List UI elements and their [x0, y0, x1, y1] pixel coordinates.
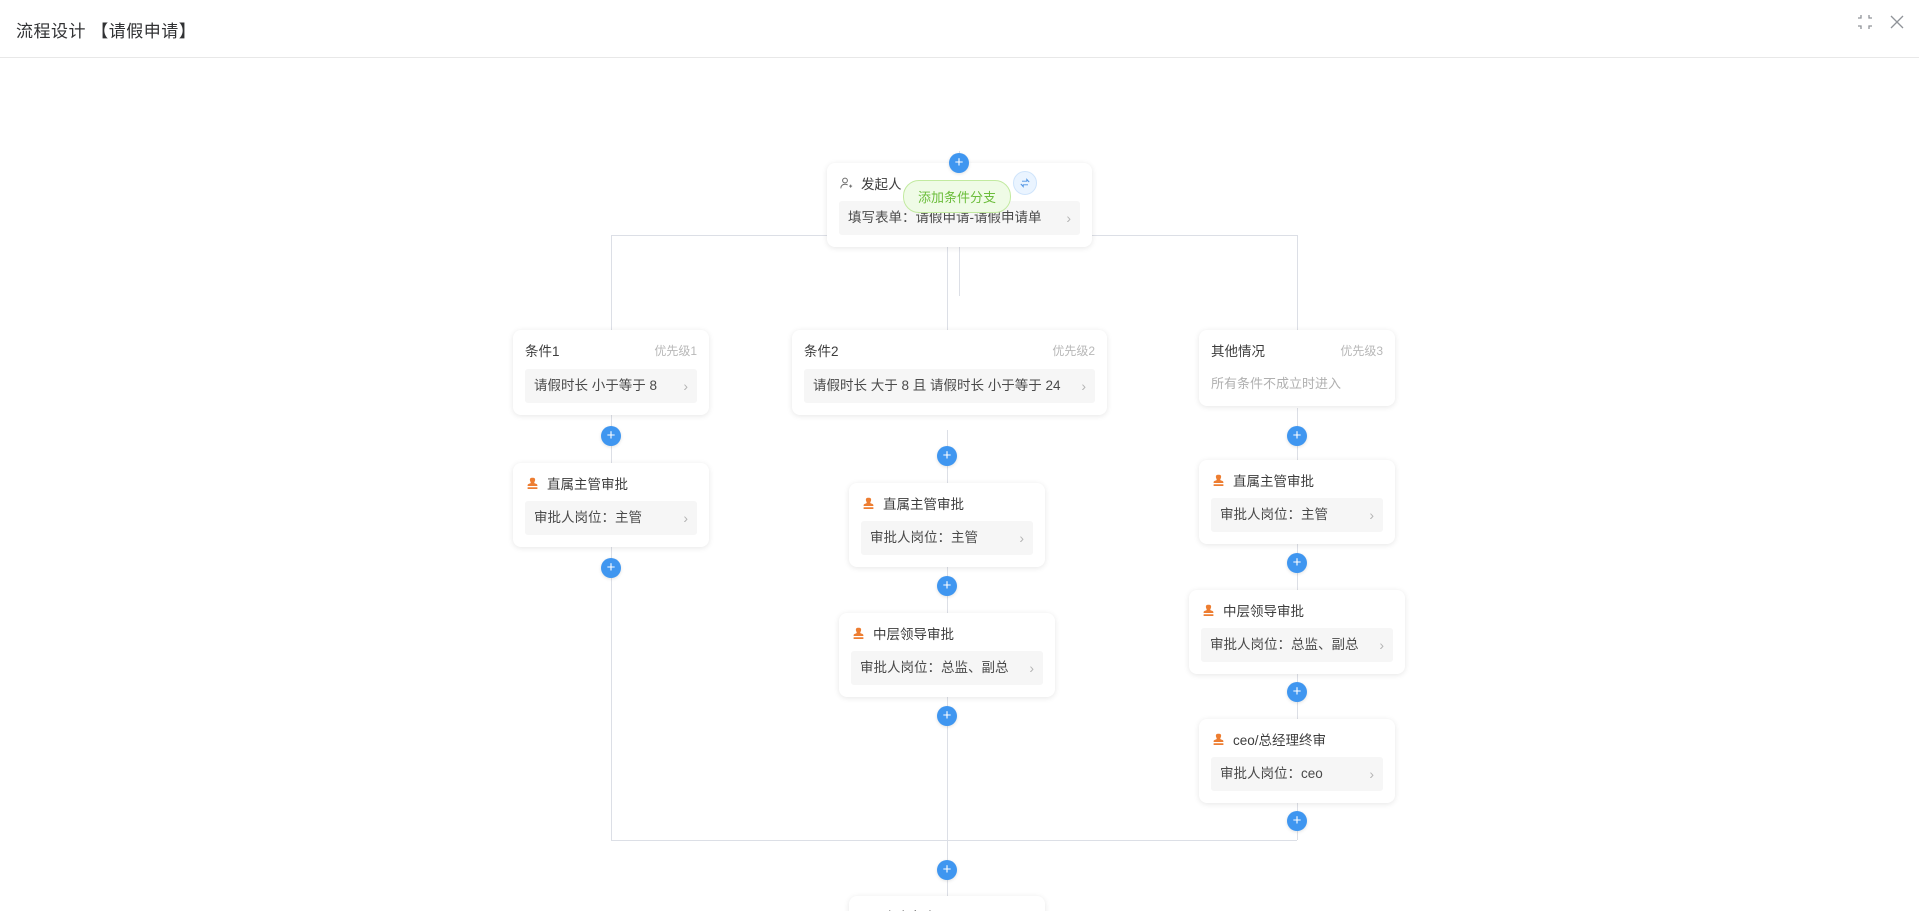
add-node-button-branch-2-a[interactable]: + [937, 446, 957, 466]
node-condition-2[interactable]: 条件2 优先级2 请假时长 大于 8 且 请假时长 小于等于 24 › [792, 330, 1107, 416]
add-condition-branch-label: 添加条件分支 [918, 190, 997, 205]
node-condition-3-description: 所有条件不成立时进入 [1211, 376, 1342, 391]
node-branch-3-approval-3-body[interactable]: 审批人岗位：ceo › [1211, 757, 1383, 792]
node-condition-2-expression: 请假时长 大于 8 且 请假时长 小于等于 24 [813, 378, 1061, 394]
stamp-icon [863, 497, 874, 509]
node-condition-1-name: 条件1 [525, 344, 560, 359]
node-branch-3-approval-1-title: 直属主管审批 [1233, 474, 1314, 489]
chevron-right-icon: › [1369, 766, 1374, 782]
node-condition-2-name: 条件2 [804, 344, 839, 359]
add-node-button-branch-3-b[interactable]: + [1287, 553, 1307, 573]
add-node-button-branch-2-c[interactable]: + [937, 706, 957, 726]
node-condition-2-priority: 优先级2 [1052, 343, 1095, 358]
node-condition-2-body[interactable]: 请假时长 大于 8 且 请假时长 小于等于 24 › [804, 369, 1095, 404]
node-branch-3-approval-1-body[interactable]: 审批人岗位：主管 › [1211, 498, 1383, 533]
connector-pill-to-split [959, 206, 960, 296]
user-add-icon [840, 177, 853, 188]
node-branch-3-approval-3-head: ceo/总经理终审 [1211, 729, 1383, 749]
node-start-head: 发起人 [839, 173, 1080, 193]
node-branch-2-approval-1[interactable]: 直属主管审批 审批人岗位：主管 › [849, 483, 1045, 568]
add-node-button-branch-1-a[interactable]: + [601, 426, 621, 446]
node-condition-1-body[interactable]: 请假时长 小于等于 8 › [525, 369, 697, 404]
node-branch-1-approval-1[interactable]: 直属主管审批 审批人岗位：主管 › [513, 463, 709, 548]
add-node-button-end[interactable]: + [937, 860, 957, 880]
chevron-right-icon: › [1081, 378, 1086, 394]
node-branch-3-approval-3-title: ceo/总经理终审 [1233, 733, 1327, 748]
node-branch-2-approval-2-head: 中层领导审批 [851, 623, 1043, 643]
collapse-icon[interactable] [1857, 14, 1873, 30]
add-node-button-branch-2-b[interactable]: + [937, 576, 957, 596]
swap-branch-button[interactable] [1013, 171, 1037, 195]
node-branch-3-approval-1-body-text: 审批人岗位：主管 [1220, 507, 1328, 523]
node-condition-1-head: 条件1 优先级1 [525, 340, 697, 360]
window-title-bar: 流程设计 【请假申请】 [0, 0, 1919, 58]
connector-split-to-branch-2 [947, 235, 948, 330]
connector-split-to-branch-1 [611, 235, 612, 330]
stamp-icon [1203, 604, 1214, 616]
add-node-button-branch-3-a[interactable]: + [1287, 426, 1307, 446]
node-condition-3[interactable]: 其他情况 优先级3 所有条件不成立时进入 [1199, 330, 1395, 406]
node-start-body[interactable]: 填写表单：请假申请-请假申请单 › [839, 201, 1080, 236]
chevron-right-icon: › [683, 378, 688, 394]
node-branch-3-approval-2-body-text: 审批人岗位：总监、副总 [1210, 637, 1359, 653]
add-node-button-branch-3-d[interactable]: + [1287, 811, 1307, 831]
node-start-title: 发起人 [861, 177, 902, 192]
node-branch-1-approval-1-title: 直属主管审批 [547, 477, 628, 492]
node-branch-3-approval-2-body[interactable]: 审批人岗位：总监、副总 › [1201, 628, 1393, 663]
node-branch-2-approval-1-body[interactable]: 审批人岗位：主管 › [861, 521, 1033, 556]
node-branch-2-approval-1-head: 直属主管审批 [861, 493, 1033, 513]
stamp-icon [1213, 474, 1224, 486]
page-title: 流程设计 【请假申请】 [16, 22, 197, 41]
node-branch-3-approval-2[interactable]: 中层领导审批 审批人岗位：总监、副总 › [1189, 590, 1405, 675]
node-branch-2-approval-2-body-text: 审批人岗位：总监、副总 [860, 660, 1009, 676]
node-condition-1[interactable]: 条件1 优先级1 请假时长 小于等于 8 › [513, 330, 709, 416]
chevron-right-icon: › [1066, 210, 1071, 226]
chevron-right-icon: › [1379, 637, 1384, 653]
stamp-icon [527, 477, 538, 489]
node-condition-2-head: 条件2 优先级2 [804, 340, 1095, 360]
connector-branch-merge-horizontal [611, 840, 1297, 841]
chevron-right-icon: › [1019, 530, 1024, 546]
connector-branch-1-spine [611, 410, 612, 840]
node-branch-1-approval-1-body[interactable]: 审批人岗位：主管 › [525, 501, 697, 536]
window-controls [1857, 14, 1905, 30]
node-condition-1-expression: 请假时长 小于等于 8 [534, 378, 658, 394]
chevron-right-icon: › [683, 510, 688, 526]
chevron-right-icon: › [1029, 660, 1034, 676]
node-branch-3-approval-1-head: 直属主管审批 [1211, 470, 1383, 490]
node-condition-3-priority: 优先级3 [1340, 343, 1383, 358]
node-branch-2-approval-2[interactable]: 中层领导审批 审批人岗位：总监、副总 › [839, 613, 1055, 698]
node-condition-3-name: 其他情况 [1211, 344, 1265, 359]
add-node-button-branch-1-b[interactable]: + [601, 558, 621, 578]
node-end-hr-filing-title: 人事备案 [883, 906, 937, 911]
node-branch-3-approval-3-body-text: 审批人岗位：ceo [1220, 766, 1323, 782]
node-branch-3-approval-2-title: 中层领导审批 [1223, 604, 1304, 619]
node-branch-2-approval-1-title: 直属主管审批 [883, 497, 964, 512]
node-condition-3-head: 其他情况 优先级3 [1211, 340, 1383, 360]
node-start-body-text: 填写表单：请假申请-请假申请单 [848, 210, 1042, 226]
node-branch-2-approval-2-body[interactable]: 审批人岗位：总监、副总 › [851, 651, 1043, 686]
node-branch-3-approval-3[interactable]: ceo/总经理终审 审批人岗位：ceo › [1199, 719, 1395, 804]
node-end-hr-filing[interactable]: 人事备案 审批人岗位：人事 › [849, 896, 1045, 911]
node-branch-1-approval-1-head: 直属主管审批 [525, 473, 697, 493]
stamp-icon [1213, 733, 1224, 745]
flow-canvas[interactable]: 发起人 填写表单：请假申请-请假申请单 › + 添加条件分支 条件1 优先级1 [0, 58, 1919, 911]
add-node-button-branch-3-c[interactable]: + [1287, 682, 1307, 702]
swap-icon [1020, 178, 1030, 188]
node-branch-3-approval-2-head: 中层领导审批 [1201, 600, 1393, 620]
node-condition-1-priority: 优先级1 [654, 343, 697, 358]
stamp-icon [853, 627, 864, 639]
node-branch-3-approval-1[interactable]: 直属主管审批 审批人岗位：主管 › [1199, 460, 1395, 545]
node-branch-1-approval-1-body-text: 审批人岗位：主管 [534, 510, 642, 526]
chevron-right-icon: › [1369, 507, 1374, 523]
close-icon[interactable] [1889, 14, 1905, 30]
node-branch-2-approval-1-body-text: 审批人岗位：主管 [870, 530, 978, 546]
node-branch-2-approval-2-title: 中层领导审批 [873, 627, 954, 642]
node-end-hr-filing-head: 人事备案 [861, 906, 1033, 911]
connector-split-to-branch-3 [1297, 235, 1298, 330]
flow-diagram: 发起人 填写表单：请假申请-请假申请单 › + 添加条件分支 条件1 优先级1 [0, 58, 1919, 911]
add-condition-branch-button[interactable]: 添加条件分支 [903, 180, 1012, 213]
add-node-button-start[interactable]: + [949, 153, 969, 173]
